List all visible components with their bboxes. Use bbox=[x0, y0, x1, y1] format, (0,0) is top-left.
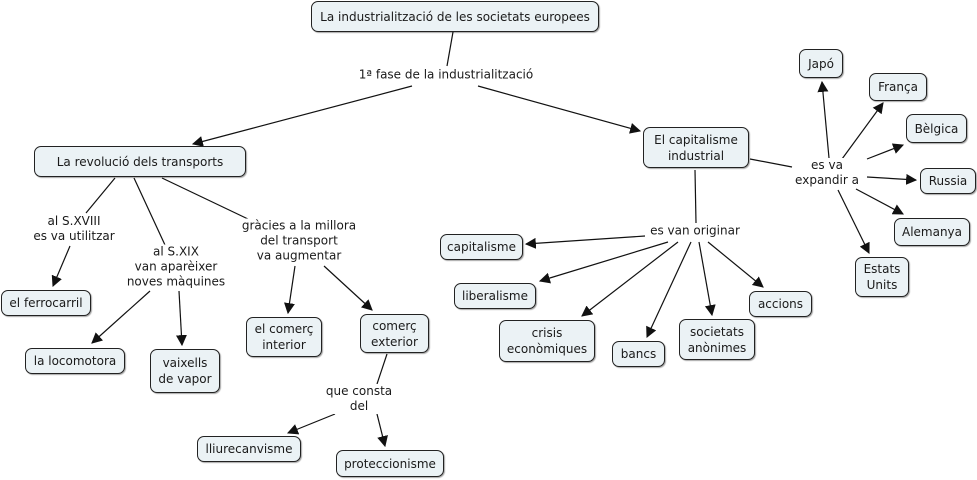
node-bancs[interactable]: bancs bbox=[612, 341, 665, 367]
edge-gracies-exterior bbox=[323, 265, 373, 311]
edge-originar-liberalisme bbox=[538, 241, 669, 284]
link-phrase-sxix: al S.XIX van aparèixer noves màquines bbox=[126, 244, 226, 290]
edge-originar-crisis bbox=[581, 241, 679, 317]
node-estats-units[interactable]: Estats Units bbox=[855, 257, 909, 297]
node-alemanya[interactable]: Alemanya bbox=[894, 218, 970, 246]
node-ferrocarril[interactable]: el ferrocarril bbox=[1, 290, 91, 316]
node-franca[interactable]: França bbox=[869, 73, 927, 101]
edge-originar-capitalisme bbox=[524, 235, 646, 249]
node-capitalisme-industrial[interactable]: El capitalisme industrial bbox=[643, 127, 749, 168]
edge-expandir-russia bbox=[866, 173, 918, 185]
edge-consta-lliurecanvisme bbox=[286, 413, 336, 435]
node-comerc-exterior[interactable]: comerç exterior bbox=[360, 314, 429, 353]
edge-expandir-belgica bbox=[866, 143, 905, 160]
node-russia[interactable]: Russia bbox=[920, 168, 976, 194]
link-phrase-sxviii: al S.XVIII es va utilitzar bbox=[33, 214, 115, 244]
node-locomotora[interactable]: la locomotora bbox=[25, 348, 125, 374]
link-phrase-originar: es van originar bbox=[650, 223, 740, 239]
link-phrase-gracies: gràcies a la millora del transport va au… bbox=[241, 218, 357, 264]
link-phrase-fase: 1ª fase de la industrialització bbox=[358, 67, 534, 83]
node-japo[interactable]: Japó bbox=[799, 49, 843, 78]
node-comerc-interior[interactable]: el comerç interior bbox=[246, 317, 322, 357]
node-proteccionisme[interactable]: proteccionisme bbox=[336, 450, 444, 477]
edge-expandir-alemanya bbox=[855, 188, 904, 215]
edge-exterior-consta bbox=[376, 353, 388, 385]
edge-fase-capitalisme bbox=[477, 85, 642, 134]
node-liberalisme[interactable]: liberalisme bbox=[454, 283, 536, 309]
link-phrase-consta: que consta del bbox=[325, 384, 393, 414]
edge-expandir-estats bbox=[837, 189, 870, 254]
edge-sxix-vaixells bbox=[175, 290, 187, 347]
node-capitalisme[interactable]: capitalisme bbox=[440, 234, 523, 260]
edge-consta-proteccionisme bbox=[376, 413, 388, 448]
link-phrase-expandir: es va expandir a bbox=[795, 158, 859, 188]
edge-capitalisme-originar bbox=[694, 169, 697, 224]
edge-fase-transports bbox=[191, 85, 413, 147]
edge-sxviii-ferrocarril bbox=[51, 245, 71, 288]
edge-transports-sxix bbox=[133, 177, 166, 246]
edge-root-fase bbox=[446, 31, 454, 67]
edge-transports-gracies bbox=[161, 177, 249, 220]
node-transports[interactable]: La revolució dels transports bbox=[34, 146, 246, 177]
edge-gracies-interior bbox=[284, 265, 296, 315]
node-belgica[interactable]: Bèlgica bbox=[906, 114, 967, 143]
edge-originar-bancs bbox=[646, 241, 692, 338]
edge-expandir-japo bbox=[817, 80, 830, 159]
node-lliurecanvisme[interactable]: lliurecanvisme bbox=[197, 436, 301, 462]
edge-originar-societats bbox=[698, 241, 716, 317]
node-crisis[interactable]: crisis econòmiques bbox=[499, 320, 595, 362]
node-root[interactable]: La industrialització de les societats eu… bbox=[311, 1, 599, 32]
edge-capitalisme-expandir bbox=[749, 158, 793, 168]
edge-expandir-franca bbox=[841, 102, 884, 160]
node-accions[interactable]: accions bbox=[749, 291, 812, 317]
edge-transports-sxviii bbox=[85, 177, 116, 214]
node-societats[interactable]: societats anònimes bbox=[679, 319, 755, 360]
node-vaixells[interactable]: vaixells de vapor bbox=[150, 349, 220, 393]
edge-originar-accions bbox=[707, 241, 764, 288]
edge-sxix-locomotora bbox=[91, 290, 151, 344]
